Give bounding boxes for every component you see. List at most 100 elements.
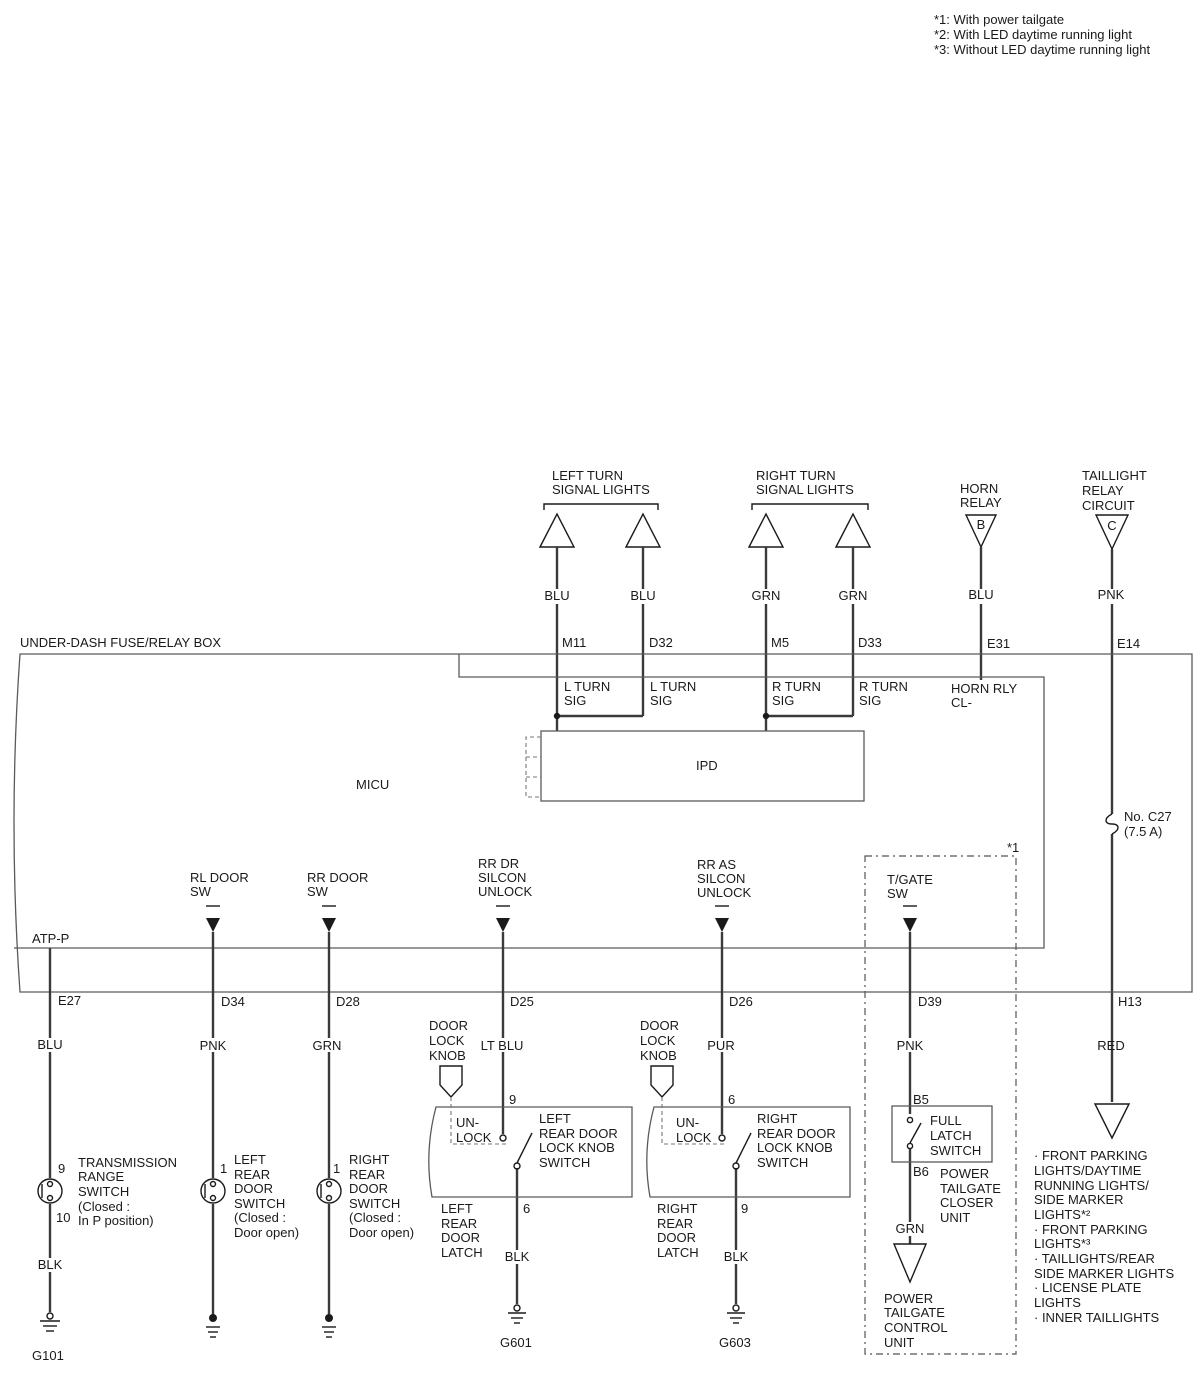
- svg-text:(Closed :: (Closed :: [349, 1210, 401, 1225]
- svg-text:REAR: REAR: [349, 1167, 385, 1182]
- left-turn-bracket: [543, 503, 659, 510]
- right-turn-arrow-2: [834, 512, 872, 548]
- rr-door-sw-2: SW: [307, 884, 329, 899]
- right-turn-arrow-1: [747, 512, 785, 548]
- svg-text:SWITCH: SWITCH: [78, 1184, 129, 1199]
- svg-text:LATCH: LATCH: [441, 1245, 483, 1260]
- fuse-symbol: [1105, 813, 1119, 835]
- svg-text:LOCK: LOCK: [676, 1130, 712, 1145]
- ground-g601-label: G601: [500, 1335, 532, 1350]
- right-turn-signal-lights: RIGHT TURN SIGNAL LIGHTS: [747, 468, 872, 548]
- star1-label: *1: [1007, 840, 1019, 855]
- taillight-relay-circuit: TAILLIGHT RELAY CIRCUIT C: [1082, 468, 1147, 551]
- pin-e14: E14: [1117, 636, 1140, 651]
- right-turn-label-2: SIGNAL LIGHTS: [756, 482, 854, 497]
- svg-text:LOCK KNOB: LOCK KNOB: [539, 1140, 615, 1155]
- rr-as-unlock-1: RR AS: [697, 857, 736, 872]
- left-latch-switch-blade: [516, 1132, 533, 1164]
- svg-text:LOCK: LOCK: [429, 1033, 465, 1048]
- svg-text:REAR: REAR: [234, 1167, 270, 1182]
- svg-text:UN-: UN-: [456, 1115, 479, 1130]
- wire-color-h13: RED: [1097, 1038, 1124, 1053]
- wire-color-d28: GRN: [313, 1038, 342, 1053]
- pin-h13: H13: [1118, 994, 1142, 1009]
- micu-inputs: RL DOOR SW RR DOOR SW RR DR SILCON UNLOC…: [190, 856, 933, 932]
- ground-g603-label: G603: [719, 1335, 751, 1350]
- note-2: *2: With LED daytime running light: [934, 27, 1132, 42]
- ground-door-right-icon: [322, 1326, 336, 1338]
- top-wire-colors: BLU BLU GRN GRN BLU PNK: [544, 587, 1124, 603]
- svg-text:UNIT: UNIT: [940, 1210, 970, 1225]
- pin-d34: D34: [221, 994, 245, 1009]
- pin-e27: E27: [58, 993, 81, 1008]
- svg-text:SWITCH: SWITCH: [757, 1155, 808, 1170]
- ipd-block: IPD: [525, 730, 865, 802]
- ipd-label: IPD: [696, 758, 718, 773]
- input-arrows: [206, 905, 917, 932]
- rl-door-sw-2: SW: [190, 884, 212, 899]
- svg-text:RUNNING LIGHTS/: RUNNING LIGHTS/: [1034, 1178, 1149, 1193]
- fusebox-title: UNDER-DASH FUSE/RELAY BOX: [20, 635, 221, 650]
- svg-text:LIGHTS*²: LIGHTS*²: [1034, 1207, 1091, 1222]
- left-latch-link: [450, 1097, 508, 1145]
- svg-text:SWITCH: SWITCH: [930, 1143, 981, 1158]
- bottom-pin-labels: E27 D34 D28 D25 D26 D39 H13: [58, 993, 1142, 1009]
- wire-color-blk-g603: BLK: [724, 1249, 749, 1264]
- pin-d26: D26: [729, 994, 753, 1009]
- svg-text:DOOR: DOOR: [441, 1230, 480, 1245]
- svg-text:SIG: SIG: [564, 693, 586, 708]
- svg-text:POWER: POWER: [884, 1291, 933, 1306]
- wire-color-d34: PNK: [200, 1038, 227, 1053]
- note-1: *1: With power tailgate: [934, 12, 1064, 27]
- right-door-pin: 1: [333, 1161, 340, 1176]
- atp-p-label: ATP-P: [32, 931, 69, 946]
- horn-relay-letter: B: [977, 517, 986, 532]
- ipd-box: [540, 730, 865, 802]
- wire-color-blk-g601: BLK: [505, 1249, 530, 1264]
- svg-text:(Closed :: (Closed :: [78, 1199, 130, 1214]
- svg-text:REAR: REAR: [441, 1216, 477, 1231]
- micu-signal-labels: L TURN SIG L TURN SIG R TURN SIG R TURN …: [564, 679, 1018, 710]
- left-door-pin: 1: [220, 1161, 227, 1176]
- right-latch-pin-bottom: 9: [741, 1201, 748, 1216]
- svg-text:SIG: SIG: [859, 693, 881, 708]
- svg-text:CONTROL: CONTROL: [884, 1320, 948, 1335]
- notes: *1: With power tailgate *2: With LED day…: [934, 12, 1150, 57]
- svg-text:· INNER TAILLIGHTS: · INNER TAILLIGHTS: [1034, 1310, 1160, 1325]
- svg-text:LIGHTS/DAYTIME: LIGHTS/DAYTIME: [1034, 1163, 1142, 1178]
- svg-text:· FRONT PARKING: · FRONT PARKING: [1034, 1222, 1148, 1237]
- fuse-c27: No. C27 (7.5 A): [1105, 809, 1172, 839]
- svg-text:CLOSER: CLOSER: [940, 1195, 993, 1210]
- tailgate-pin-b6: B6: [913, 1164, 929, 1179]
- tgate-sw-1: T/GATE: [887, 872, 933, 887]
- svg-text:CL-: CL-: [951, 695, 972, 710]
- left-latch-pin-bottom: 6: [523, 1201, 530, 1216]
- svg-text:DOOR: DOOR: [234, 1181, 273, 1196]
- power-tailgate-option-box: *1: [864, 840, 1019, 1355]
- svg-text:UNIT: UNIT: [884, 1335, 914, 1350]
- full-latch-switch-blade: [909, 1122, 922, 1144]
- left-turn-arrow-2: [624, 512, 662, 548]
- svg-text:DOOR: DOOR: [349, 1181, 388, 1196]
- svg-text:SIDE MARKER: SIDE MARKER: [1034, 1192, 1124, 1207]
- tailgate-dashed-outline: [864, 855, 1017, 1355]
- fusebox-outline: [13, 653, 1193, 993]
- taillight-label-2: RELAY: [1082, 483, 1124, 498]
- power-tailgate-control-connector: [892, 1243, 928, 1284]
- rr-as-unlock-3: UNLOCK: [697, 885, 752, 900]
- svg-text:LEFT: LEFT: [234, 1152, 266, 1167]
- bottom-wires: [48, 932, 912, 1322]
- svg-text:REAR DOOR: REAR DOOR: [539, 1126, 618, 1141]
- micu-label: MICU: [356, 777, 389, 792]
- rr-dr-unlock-1: RR DR: [478, 856, 519, 871]
- svg-text:SIG: SIG: [650, 693, 672, 708]
- svg-text:UN-: UN-: [676, 1115, 699, 1130]
- svg-text:LEFT: LEFT: [441, 1201, 473, 1216]
- left-rear-door-switch: 1 LEFT REAR DOOR SWITCH (Closed : Door o…: [200, 1152, 299, 1240]
- svg-text:REAR DOOR: REAR DOOR: [757, 1126, 836, 1141]
- wire-color-e14: PNK: [1098, 587, 1125, 602]
- wire-color-m11: BLU: [544, 588, 569, 603]
- svg-text:LIGHTS*³: LIGHTS*³: [1034, 1236, 1091, 1251]
- wire-color-grn-tailgate: GRN: [896, 1221, 925, 1236]
